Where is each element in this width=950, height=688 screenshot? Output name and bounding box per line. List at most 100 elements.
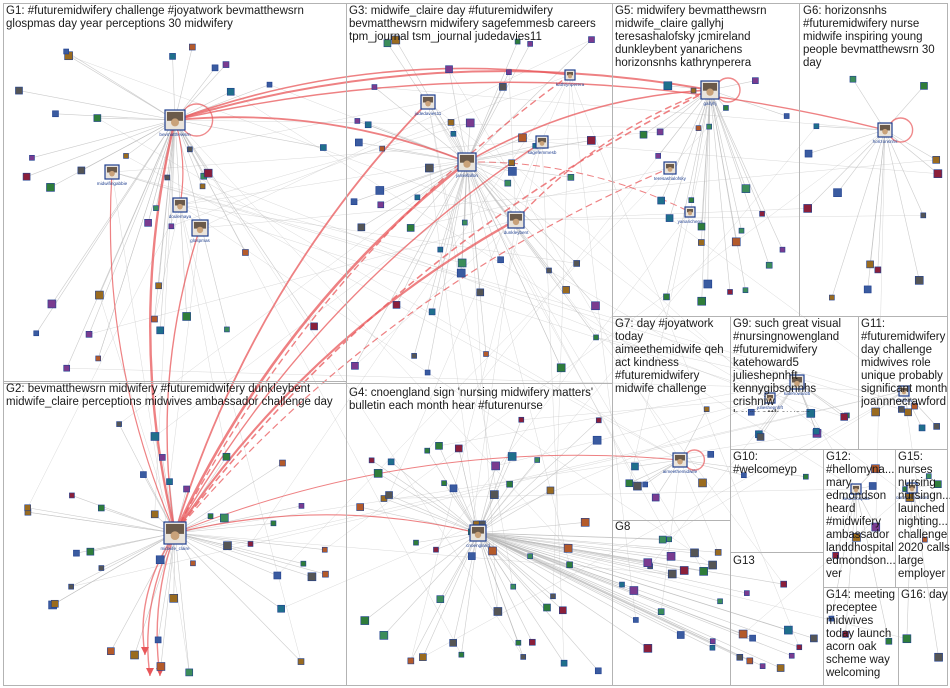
node[interactable] [749, 634, 756, 642]
node[interactable] [428, 308, 436, 316]
node[interactable] [871, 464, 880, 474]
node[interactable] [741, 184, 751, 193]
node[interactable] [95, 355, 102, 362]
node[interactable] [832, 552, 839, 559]
node[interactable] [904, 408, 912, 417]
node[interactable] [424, 447, 431, 454]
node[interactable] [510, 583, 517, 590]
node[interactable] [643, 644, 653, 653]
node[interactable] [406, 224, 415, 232]
node[interactable] [29, 154, 35, 161]
node[interactable] [151, 315, 158, 323]
node[interactable] [140, 471, 147, 478]
node[interactable] [543, 603, 551, 612]
node[interactable] [727, 289, 733, 295]
node[interactable] [657, 608, 665, 615]
node[interactable] [33, 330, 40, 337]
node[interactable] [468, 552, 476, 560]
node[interactable] [73, 549, 80, 557]
node[interactable] [375, 186, 385, 195]
node[interactable] [788, 652, 795, 659]
node[interactable] [642, 481, 648, 488]
node[interactable] [932, 156, 941, 164]
node[interactable] [222, 61, 230, 68]
node[interactable] [445, 65, 453, 74]
node[interactable] [591, 301, 600, 311]
node[interactable] [242, 249, 249, 256]
node[interactable] [355, 138, 363, 147]
node[interactable] [508, 167, 517, 176]
node[interactable] [633, 617, 639, 623]
node[interactable] [651, 493, 660, 502]
node[interactable] [920, 82, 928, 90]
node[interactable] [587, 136, 596, 145]
node[interactable] [322, 570, 329, 578]
node[interactable] [437, 246, 444, 253]
node[interactable] [840, 413, 849, 421]
node[interactable] [665, 214, 674, 222]
node[interactable] [69, 492, 75, 499]
node[interactable] [77, 166, 86, 175]
node[interactable] [566, 561, 573, 569]
node[interactable] [52, 110, 59, 118]
node[interactable] [697, 222, 706, 231]
node[interactable] [47, 299, 57, 309]
node[interactable] [690, 548, 699, 558]
node[interactable] [130, 650, 139, 660]
node[interactable] [666, 552, 676, 561]
node[interactable] [457, 258, 467, 268]
node[interactable] [723, 105, 729, 111]
node[interactable] [741, 472, 747, 479]
node[interactable] [744, 590, 750, 596]
node[interactable] [703, 406, 710, 413]
node[interactable] [717, 598, 723, 605]
node[interactable] [490, 490, 499, 499]
node[interactable] [297, 658, 305, 665]
node[interactable] [655, 153, 661, 159]
node[interactable] [425, 163, 434, 173]
node[interactable] [351, 361, 359, 370]
node[interactable] [116, 421, 122, 427]
node[interactable] [491, 461, 500, 471]
node[interactable] [920, 212, 927, 219]
node[interactable] [594, 667, 602, 675]
node[interactable] [842, 630, 849, 638]
node[interactable] [922, 536, 928, 543]
node[interactable] [123, 153, 129, 159]
node[interactable] [150, 510, 159, 519]
node[interactable] [300, 560, 307, 567]
node[interactable] [902, 634, 912, 644]
node[interactable] [461, 219, 468, 226]
node[interactable] [918, 424, 926, 432]
node[interactable] [698, 239, 705, 246]
node[interactable] [783, 113, 790, 119]
node[interactable] [759, 210, 765, 217]
node[interactable] [377, 201, 385, 209]
node[interactable] [738, 227, 745, 234]
node[interactable] [86, 547, 95, 556]
node[interactable] [360, 616, 370, 625]
node[interactable] [220, 513, 229, 523]
node[interactable] [933, 169, 943, 178]
node[interactable] [154, 636, 162, 644]
node[interactable] [631, 462, 639, 471]
node[interactable] [183, 485, 190, 493]
node[interactable] [560, 659, 568, 667]
node[interactable] [211, 64, 219, 72]
node[interactable] [833, 188, 842, 197]
node[interactable] [852, 533, 861, 542]
node[interactable] [321, 546, 328, 553]
node[interactable] [527, 41, 533, 47]
node[interactable] [593, 334, 599, 341]
node[interactable] [804, 149, 813, 158]
node[interactable] [643, 558, 653, 568]
node[interactable] [449, 484, 458, 493]
node[interactable] [508, 159, 515, 167]
node[interactable] [447, 119, 455, 126]
node[interactable] [667, 569, 677, 579]
node[interactable] [697, 296, 707, 306]
node[interactable] [559, 606, 567, 615]
node[interactable] [499, 83, 507, 91]
node[interactable] [849, 75, 857, 83]
node[interactable] [803, 473, 809, 480]
